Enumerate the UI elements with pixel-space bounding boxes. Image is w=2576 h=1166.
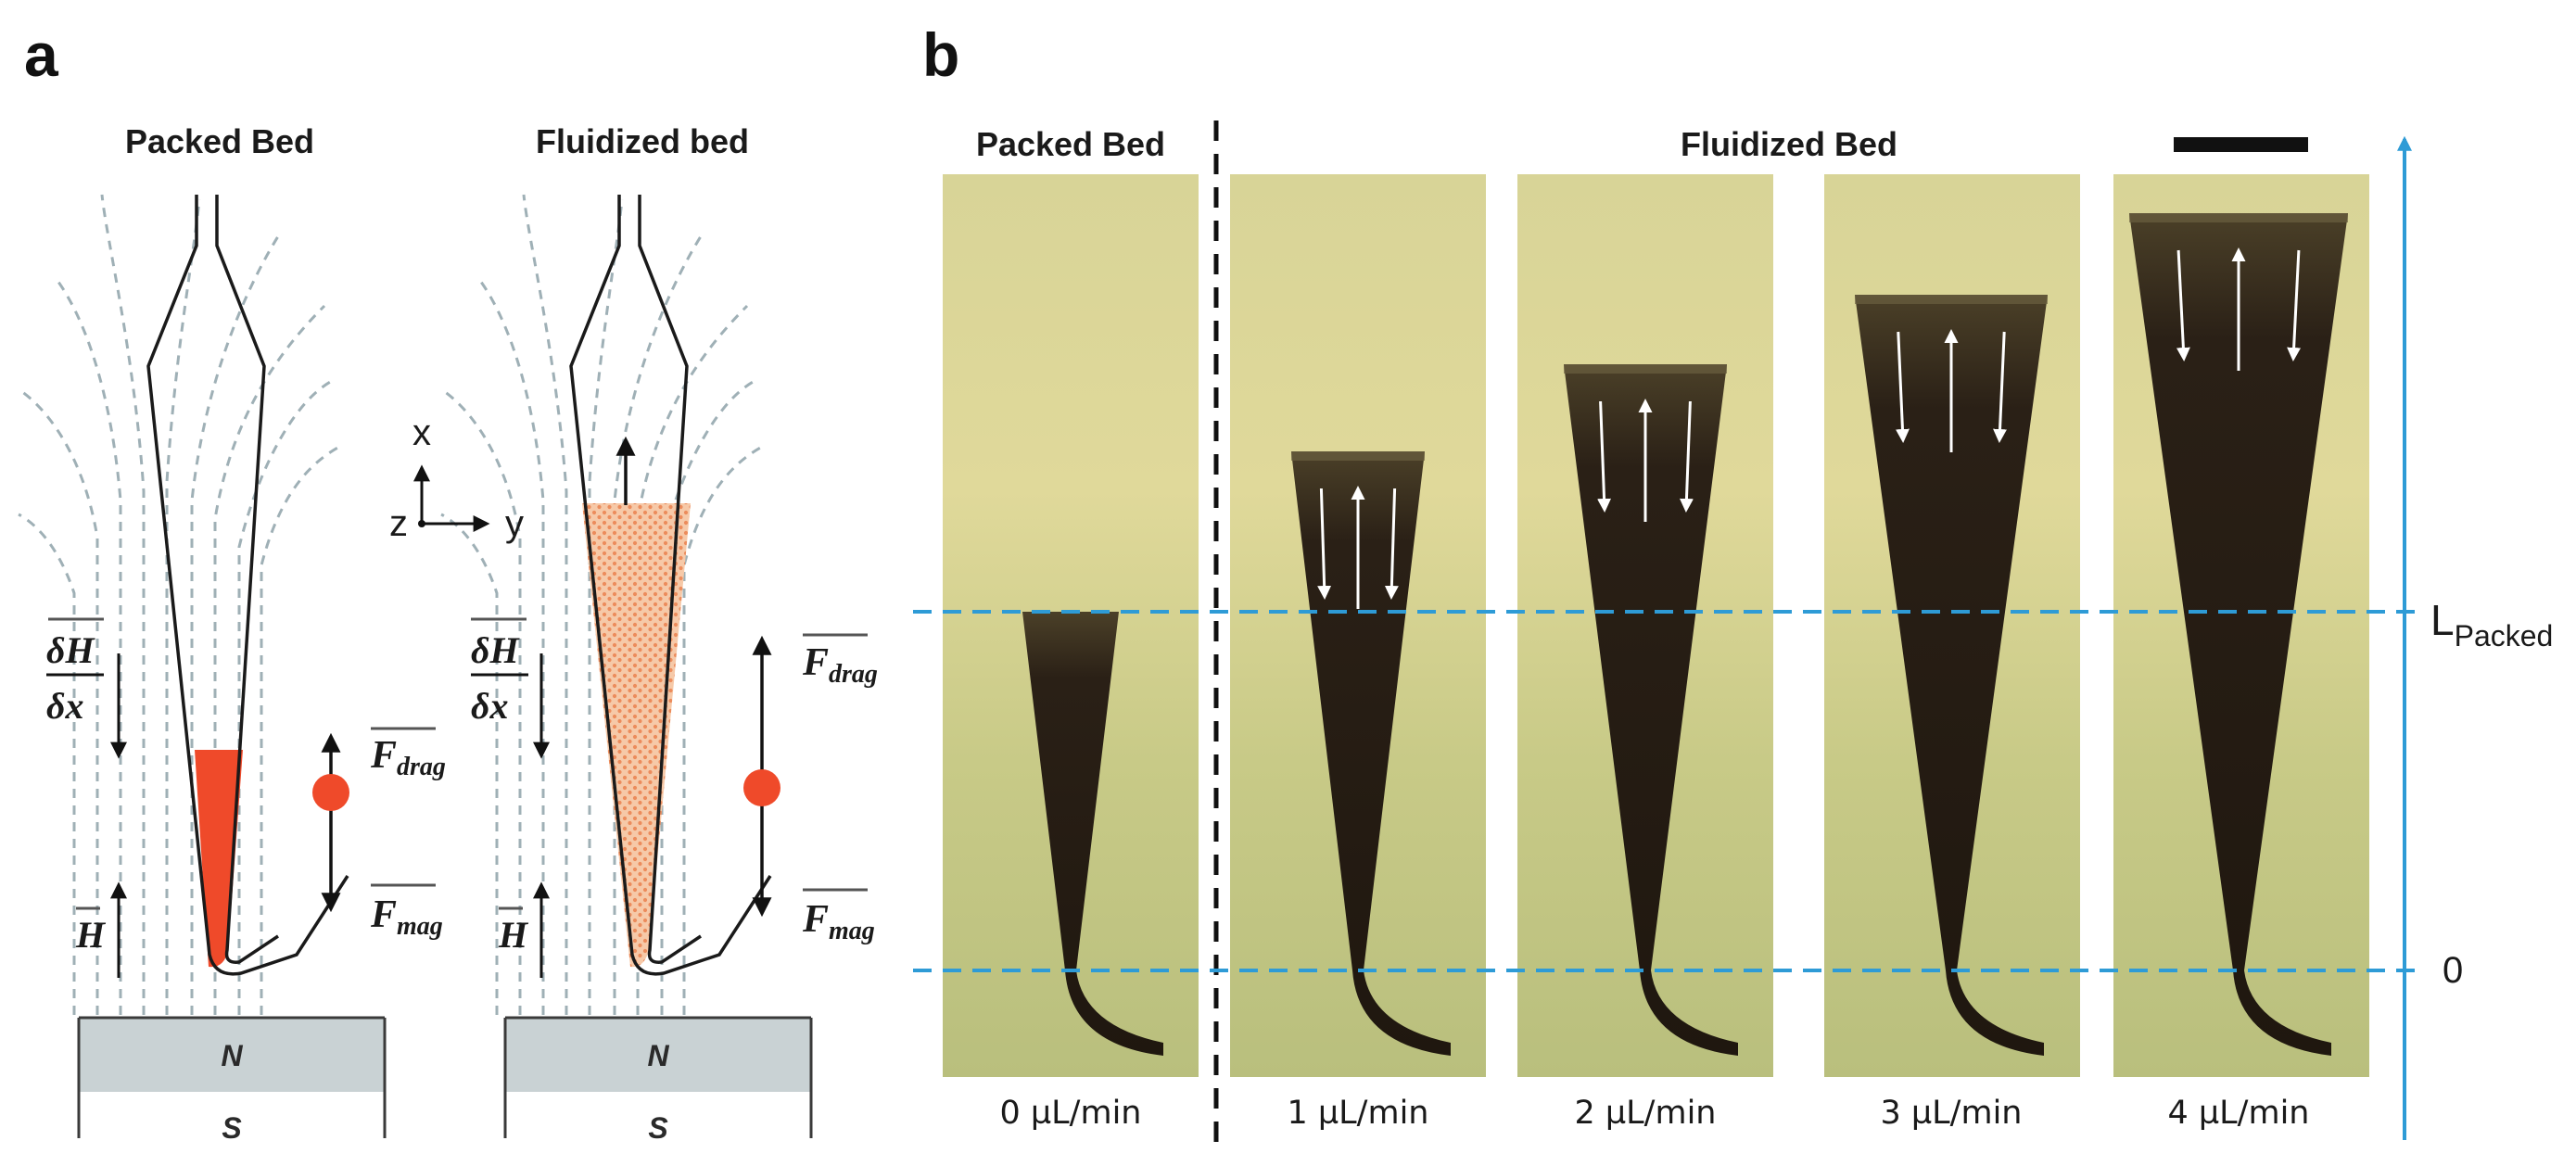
- down-arrow: [1679, 400, 1694, 513]
- down-arrow: [1384, 488, 1399, 600]
- packed-bed-title: Packed Bed: [125, 122, 314, 160]
- bed-photo: [1824, 174, 2080, 1077]
- down-arrow: [1597, 400, 1612, 513]
- drag-label-right: Fdrag: [802, 633, 878, 689]
- svg-text:Fdrag: Fdrag: [802, 641, 878, 689]
- down-arrow: [1895, 331, 1910, 443]
- magnet-right: N S: [503, 1016, 813, 1145]
- bed-surface: [2129, 213, 2348, 222]
- svg-text:δx: δx: [46, 685, 84, 727]
- particle-bed: [1291, 451, 1451, 1056]
- down-arrow: [1993, 331, 2008, 443]
- panel-b-label: b: [922, 20, 959, 89]
- svg-text:N: N: [647, 1039, 669, 1072]
- svg-text:N: N: [221, 1039, 243, 1072]
- scale-bar: [2174, 137, 2308, 152]
- down-arrow: [2287, 249, 2302, 361]
- zero-label: 0: [2443, 950, 2463, 991]
- bed-surface: [1855, 295, 2048, 304]
- svg-text:S: S: [222, 1111, 242, 1145]
- svg-text:δx: δx: [471, 685, 509, 727]
- flow-rate-label: 3 µL/min: [1881, 1095, 2023, 1132]
- mag-label-right: Fmag: [802, 888, 875, 945]
- particle-bed: [1022, 612, 1163, 1056]
- particle-bed: [2129, 213, 2348, 1056]
- z-axis-label: z: [389, 503, 408, 544]
- packed-tube: [146, 195, 349, 976]
- svg-text:H: H: [75, 914, 107, 956]
- circulation-arrows: [1895, 329, 2008, 452]
- fluidized-bed-title: Fluidized bed: [536, 122, 749, 160]
- flow-rate-label: 2 µL/min: [1575, 1095, 1717, 1132]
- bed-photo: [2113, 174, 2369, 1077]
- bed-surface: [1291, 451, 1425, 461]
- field-label-right: H: [498, 881, 550, 978]
- mag-label-left: Fmag: [370, 883, 443, 941]
- svg-text:Fdrag: Fdrag: [370, 734, 446, 781]
- panel-a-label: a: [24, 20, 59, 89]
- field-lines-left: [18, 194, 344, 1015]
- particle-left: [312, 732, 349, 913]
- flow-rate-label: 1 µL/min: [1288, 1095, 1429, 1132]
- svg-text:Fmag: Fmag: [802, 898, 875, 945]
- field-label-left: H: [75, 881, 127, 978]
- particle-bed: [1855, 295, 2048, 1056]
- svg-text:δH: δH: [46, 629, 95, 671]
- l-packed-label: LPacked: [2430, 596, 2553, 653]
- particle-bed: [1564, 364, 1738, 1056]
- circulation-arrows: [2176, 247, 2302, 371]
- down-arrow: [1317, 488, 1332, 600]
- svg-text:H: H: [498, 914, 529, 956]
- bed-surface: [1564, 364, 1727, 374]
- fluidized-tube: [569, 195, 772, 976]
- flow-rate-label: 0 µL/min: [1000, 1095, 1142, 1132]
- magnet-left: N S: [77, 1016, 387, 1145]
- bed-photo: [1517, 174, 1773, 1077]
- svg-text:S: S: [648, 1111, 668, 1145]
- fluidized-bed-photo-title: Fluidized Bed: [1681, 125, 1897, 163]
- circulation-arrows: [1597, 399, 1694, 522]
- gradient-label-right: δH δx: [471, 617, 550, 759]
- drag-label-left: Fdrag: [370, 727, 446, 781]
- x-axis-label: x: [412, 412, 431, 453]
- svg-text:Fmag: Fmag: [370, 894, 443, 941]
- bed-photo: [1230, 174, 1486, 1077]
- gradient-label-left: δH δx: [46, 617, 127, 759]
- particle-right: [743, 635, 780, 918]
- y-axis-label: y: [505, 503, 524, 544]
- bed-photo: [943, 174, 1199, 1077]
- coordinate-axes: x y z: [389, 412, 524, 544]
- down-arrow: [2176, 249, 2190, 361]
- flow-rate-label: 4 µL/min: [2168, 1095, 2310, 1132]
- svg-text:δH: δH: [471, 629, 520, 671]
- photo-strip: [943, 174, 2369, 1077]
- circulation-arrows: [1317, 486, 1399, 609]
- packed-bed-photo-title: Packed Bed: [976, 125, 1165, 163]
